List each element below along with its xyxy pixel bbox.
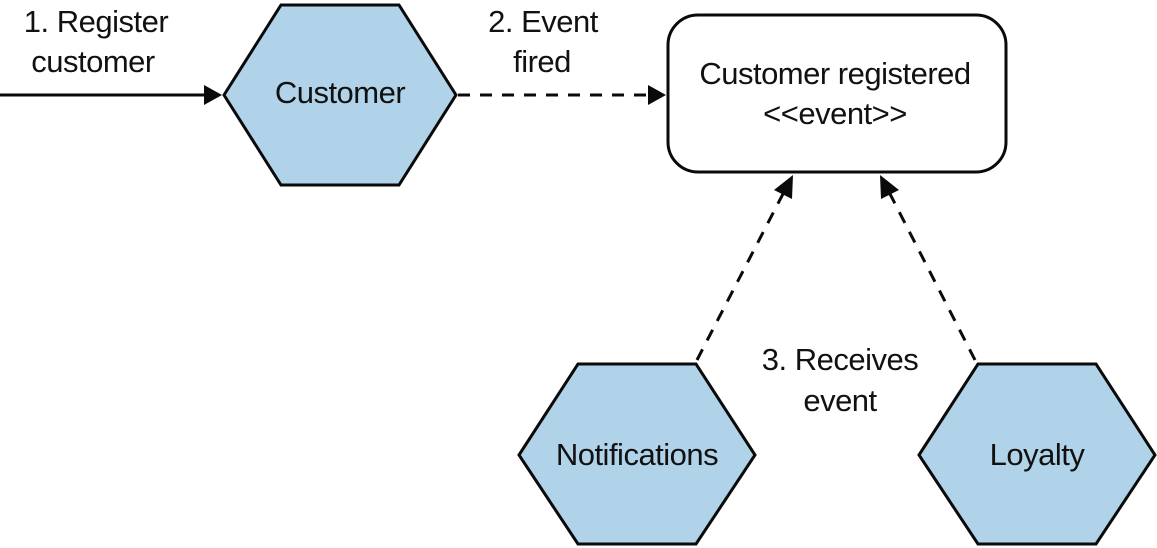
event-title: Customer registered	[699, 56, 970, 91]
customer-hexagon	[222, 3, 458, 187]
event-box	[666, 13, 1008, 174]
step1-label-line2: customer	[31, 44, 155, 79]
step2-label-line1: 2. Event	[488, 4, 599, 39]
customer-service: Customer	[222, 3, 458, 187]
customer-label: Customer	[275, 75, 406, 110]
notifications-service: Notifications	[517, 362, 757, 546]
step1-label-line1: 1. Register	[24, 4, 169, 39]
register-customer-arrow	[0, 85, 222, 105]
step2-label-line2: fired	[513, 44, 571, 79]
customer-registered-event: Customer registered <<event>>	[666, 13, 1008, 174]
loyalty-label: Loyalty	[990, 437, 1086, 472]
step3-label-line2: event	[803, 383, 877, 418]
loyalty-service: Loyalty	[917, 362, 1157, 546]
loyalty-hexagon	[917, 362, 1157, 546]
event-stereotype: <<event>>	[763, 96, 907, 131]
loyalty-receives-arrow	[880, 175, 977, 361]
notifications-receives-arrow	[695, 175, 793, 361]
notifications-hexagon	[517, 362, 757, 546]
event-fired-arrow	[458, 85, 666, 105]
step3-label-line1: 3. Receives	[762, 342, 918, 377]
notifications-label: Notifications	[556, 437, 718, 472]
